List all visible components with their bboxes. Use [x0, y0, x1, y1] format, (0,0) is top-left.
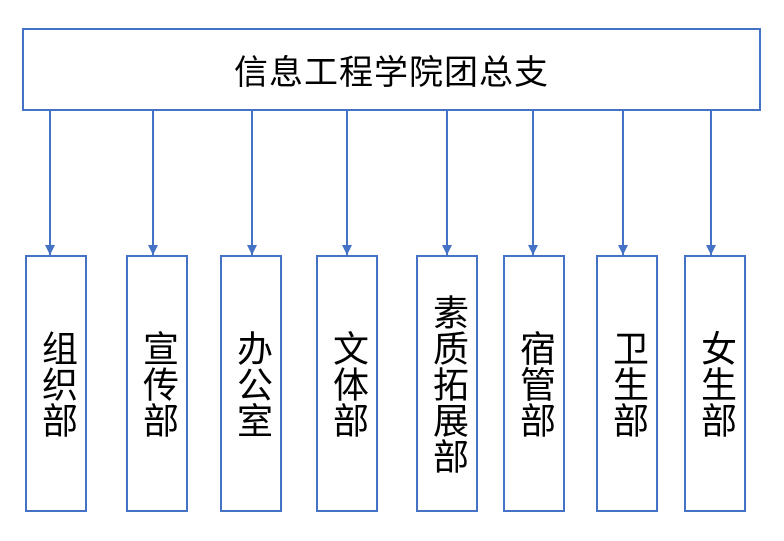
- dept-box-arts-sports: 文体部: [316, 255, 378, 512]
- dept-label-publicity: 宣传部: [137, 329, 178, 438]
- dept-box-female-students: 女生部: [684, 255, 746, 512]
- dept-box-quality-development: 素质拓展部: [416, 255, 478, 512]
- dept-label-organization: 组织部: [36, 329, 77, 438]
- dept-label-quality-development: 素质拓展部: [427, 293, 468, 474]
- dept-label-arts-sports: 文体部: [327, 329, 368, 438]
- dept-box-dormitory: 宿管部: [503, 255, 565, 512]
- dept-box-office: 办公室: [220, 255, 282, 512]
- dept-label-office: 办公室: [231, 329, 272, 438]
- dept-box-hygiene: 卫生部: [596, 255, 658, 512]
- dept-label-female-students: 女生部: [695, 329, 736, 438]
- dept-box-publicity: 宣传部: [126, 255, 188, 512]
- dept-label-dormitory: 宿管部: [514, 329, 555, 438]
- dept-label-hygiene: 卫生部: [607, 329, 648, 438]
- root-node-box: 信息工程学院团总支: [22, 28, 761, 111]
- dept-box-organization: 组织部: [25, 255, 87, 512]
- root-node-label: 信息工程学院团总支: [234, 53, 549, 93]
